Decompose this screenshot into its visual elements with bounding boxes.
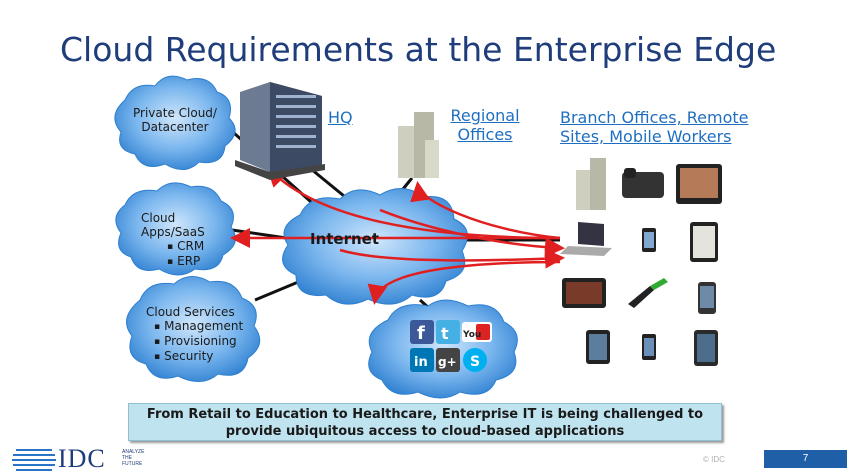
svg-text:g+: g+ <box>438 355 457 369</box>
foldable-device-icon <box>628 278 668 308</box>
apps-item-crm: CRM <box>167 239 237 254</box>
services-cloud-label: Cloud Services Management Provisioning S… <box>146 305 266 364</box>
private-cloud-label: Private Cloud/ Datacenter <box>133 106 217 134</box>
svg-text:in: in <box>414 355 428 370</box>
svg-text:t: t <box>441 324 449 343</box>
internet-cloud <box>282 188 468 305</box>
social-icons: f t You in g+ S <box>410 320 492 372</box>
desk-phone-icon <box>622 168 664 198</box>
desktop-monitor-icon <box>676 164 722 204</box>
services-item-security: Security <box>154 349 266 364</box>
hq-link[interactable]: HQ <box>328 108 353 127</box>
laptop-icon <box>560 222 612 256</box>
slide-title: Cloud Requirements at the Enterprise Edg… <box>60 30 777 69</box>
services-cloud-title: Cloud Services <box>146 305 235 319</box>
internet-label: Internet <box>310 230 380 248</box>
svg-text:S: S <box>470 354 480 370</box>
private-cloud <box>114 75 236 170</box>
apps-cloud-label: Cloud Apps/SaaS CRM ERP <box>141 211 237 269</box>
smartphone-icon <box>642 228 656 252</box>
smartphone-4-icon <box>642 334 656 360</box>
svg-text:You: You <box>462 330 481 340</box>
smartphone-3-icon <box>586 330 610 364</box>
idc-globe-logo-icon <box>12 449 56 471</box>
copyright: © IDC <box>703 455 725 464</box>
smartphone-5-icon <box>694 330 718 366</box>
svg-text:f: f <box>417 323 425 344</box>
services-item-management: Management <box>154 319 266 334</box>
apps-item-erp: ERP <box>167 254 237 269</box>
data-flow-arrows <box>230 166 565 305</box>
branch-offices-link[interactable]: Branch Offices, Remote Sites, Mobile Wor… <box>560 108 749 146</box>
services-item-provisioning: Provisioning <box>154 334 266 349</box>
tablet-icon <box>690 222 718 262</box>
regional-office-icon <box>398 112 439 178</box>
hq-building-icon <box>235 82 325 180</box>
idc-tagline: ANALYZE THE FUTURE <box>122 449 145 467</box>
media-tablet-icon <box>562 278 606 308</box>
idc-logo-text: IDC <box>58 444 106 473</box>
summary-banner: From Retail to Education to Healthcare, … <box>128 403 722 441</box>
smartphone-2-icon <box>698 282 716 314</box>
branch-office-icon <box>576 158 606 210</box>
page-number: 7 <box>764 450 847 468</box>
apps-cloud-title: Cloud Apps/SaaS <box>141 211 205 239</box>
regional-offices-link[interactable]: Regional Offices <box>450 106 520 144</box>
